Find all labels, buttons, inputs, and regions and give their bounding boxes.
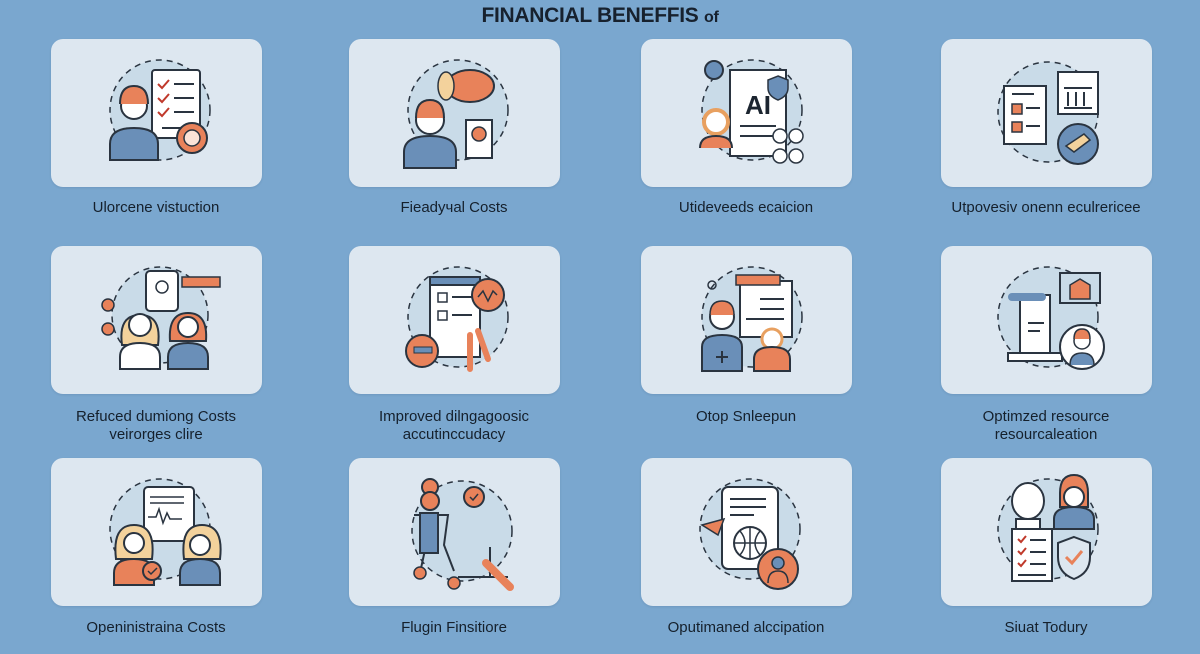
benefit-card-8 bbox=[941, 246, 1152, 394]
svg-text:AI: AI bbox=[745, 90, 771, 120]
title-suffix: of bbox=[704, 9, 719, 26]
benefit-card-6 bbox=[349, 246, 560, 394]
benefit-label-10: Flugin Finsitiore bbox=[401, 619, 507, 636]
benefit-card-7 bbox=[641, 246, 852, 394]
worker-machine-icon bbox=[410, 478, 514, 591]
page-title: FINANCIAL BENEFFIS of bbox=[0, 4, 1200, 28]
benefit-label-6: Improved dilngagoosic accutinccudacy bbox=[378, 408, 530, 443]
benefit-card-5 bbox=[51, 246, 262, 394]
presenter-document-icon bbox=[700, 266, 803, 372]
benefit-card-9 bbox=[51, 458, 262, 606]
benefit-label-12: Siuat Todury bbox=[1004, 619, 1088, 636]
benefit-label-1: Ulorcene vistuction bbox=[92, 199, 220, 216]
documents-globe-bank-icon bbox=[996, 61, 1099, 165]
checklist-agent-gear-icon bbox=[108, 59, 211, 161]
checklist-chart-robot-icon bbox=[404, 266, 509, 372]
two-women-chat-icon bbox=[100, 266, 221, 370]
benefit-label-5: Refuced dumiong Costs veirorges clire bbox=[75, 408, 237, 443]
benefit-label-2: Fieadучal Costs bbox=[400, 199, 508, 216]
ai-document-network-icon: AI bbox=[698, 59, 804, 164]
businessman-piggybank-icon bbox=[402, 59, 509, 169]
benefit-label-7: Otop Snleepun bbox=[695, 408, 797, 425]
document-globe-person-icon bbox=[698, 478, 801, 590]
benefit-card-11 bbox=[641, 458, 852, 606]
benefit-label-3: Utideveeds ecaicion bbox=[678, 199, 814, 216]
benefit-label-11: Oputimaned alccipation bbox=[667, 619, 825, 636]
benefit-card-10 bbox=[349, 458, 560, 606]
benefit-card-2 bbox=[349, 39, 560, 187]
benefit-label-8: Optimzed resource resourcaleation bbox=[982, 408, 1110, 443]
benefit-card-3: AI bbox=[641, 39, 852, 187]
benefit-card-4 bbox=[941, 39, 1152, 187]
benefit-label-9: Openinistraina Costs bbox=[86, 619, 226, 636]
benefit-card-1 bbox=[51, 39, 262, 187]
two-women-report-icon bbox=[108, 478, 222, 586]
benefit-label-4: Utpovesiv onenn eculrericee bbox=[951, 199, 1141, 216]
device-bank-user-icon bbox=[996, 266, 1105, 370]
checklist-shield-people-icon bbox=[996, 473, 1099, 582]
benefit-card-12 bbox=[941, 458, 1152, 606]
title-main: FINANCIAL BENEFFIS bbox=[481, 4, 699, 27]
